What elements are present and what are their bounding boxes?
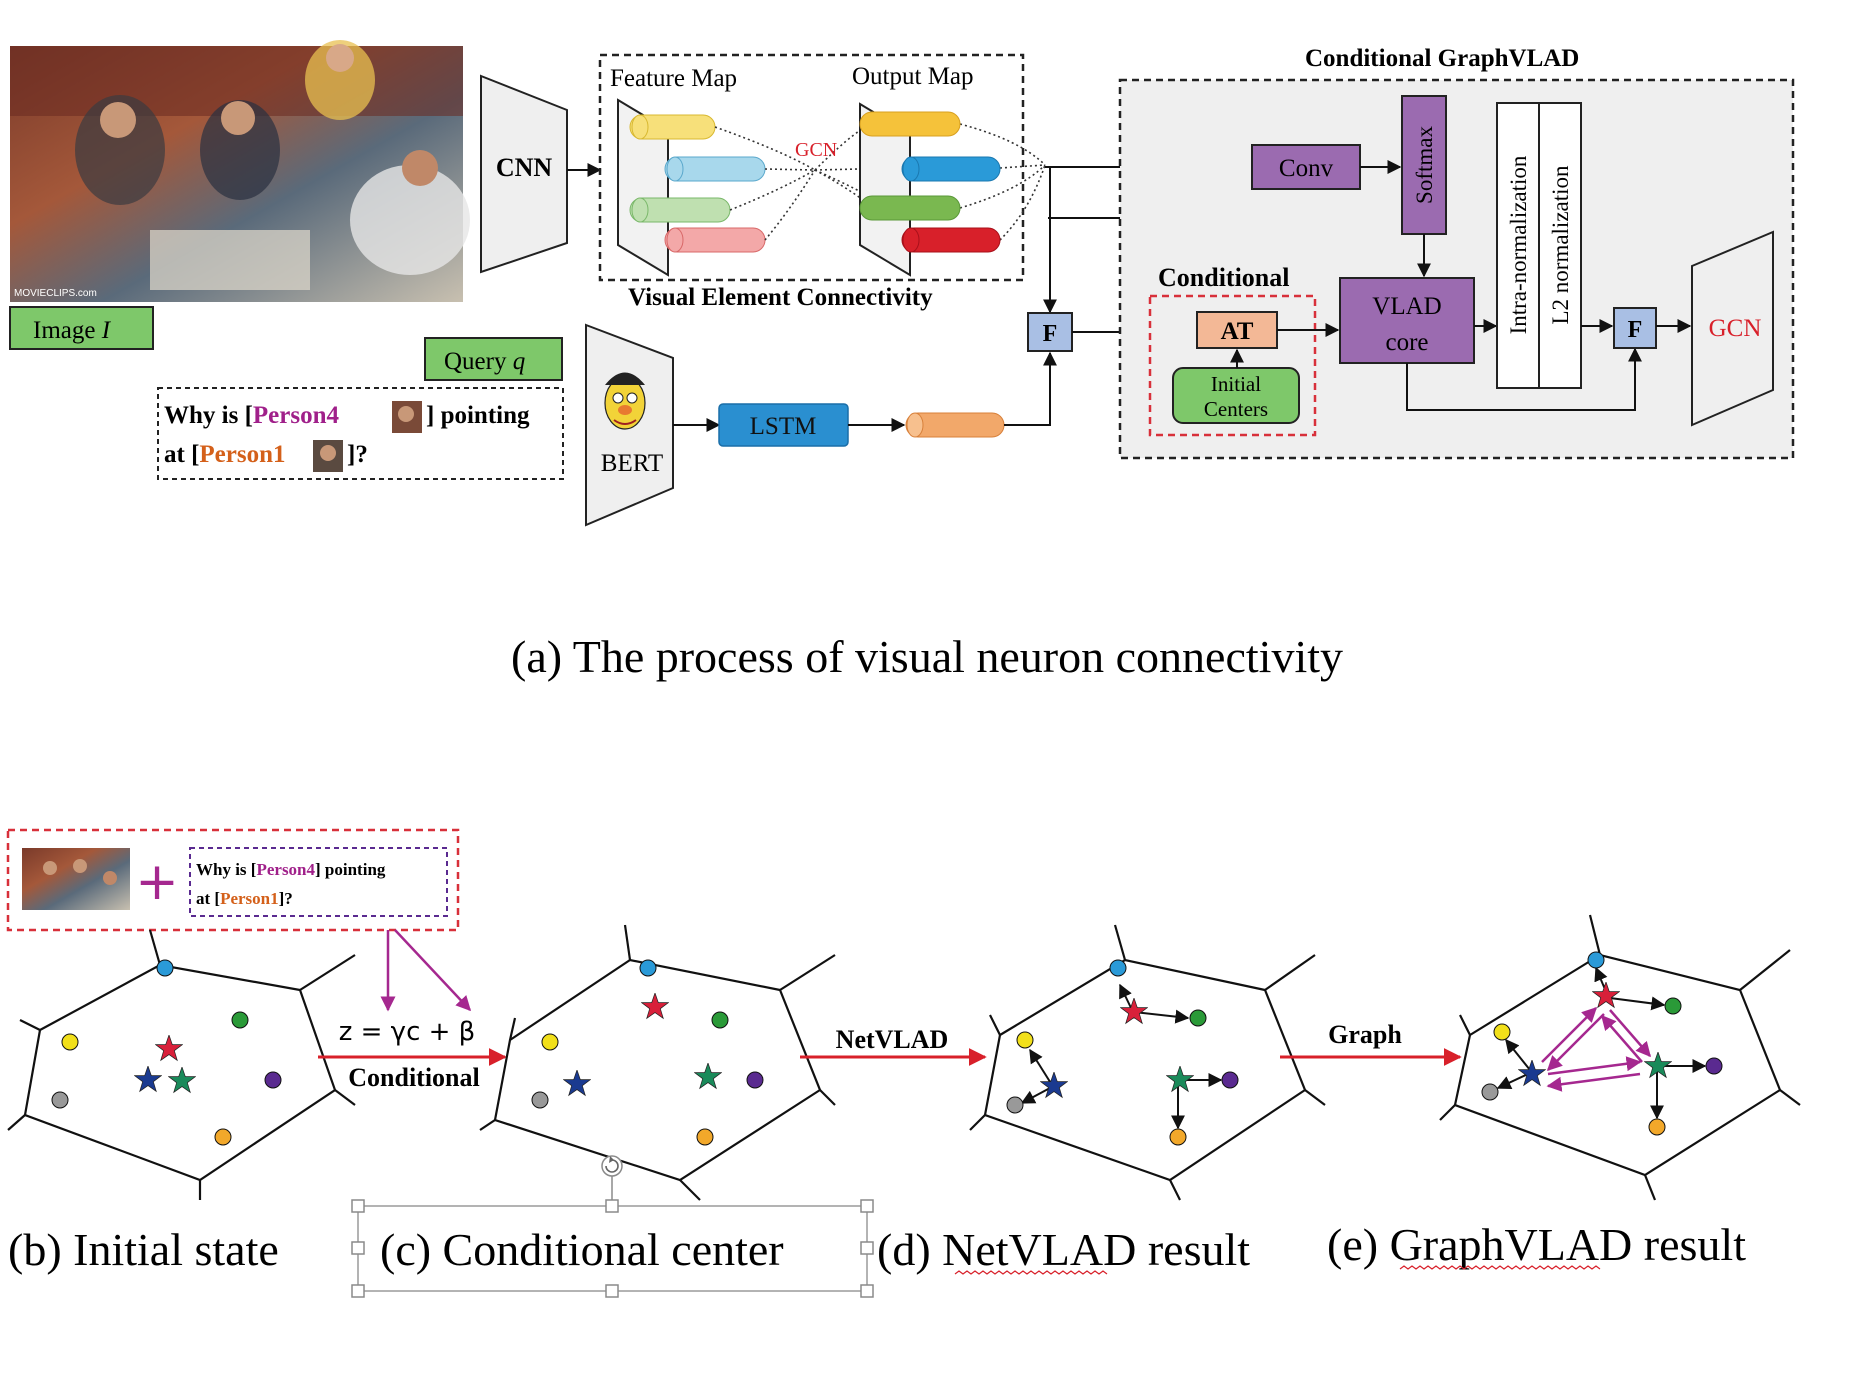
conv-block	[1251, 144, 1361, 190]
image-label-box	[9, 306, 154, 350]
l2-normalization-label: L2 normalization	[1548, 165, 1573, 325]
output-map	[859, 102, 1001, 277]
graph-arrow-label: Graph	[1328, 1020, 1402, 1049]
panel-graphvlad-result	[1439, 914, 1801, 1201]
initial-centers-line-2: Centers	[1204, 397, 1268, 421]
query-line-2: at [Person1	[164, 441, 286, 468]
caption-c-selection-frame[interactable]	[351, 1175, 874, 1298]
conditional-graphvlad-title: Conditional GraphVLAD	[1305, 45, 1579, 72]
vlad-core-block	[1339, 277, 1475, 364]
image-label: Image I	[33, 317, 112, 344]
vlad-core-line-1: VLAD	[1372, 293, 1441, 320]
conditional-arrow-label: Conditional	[348, 1063, 480, 1092]
initial-centers-line-1: Initial	[1211, 372, 1261, 396]
feature-map	[617, 98, 766, 277]
intra-normalization-label: Intra-normalization	[1506, 155, 1531, 334]
lstm-label: LSTM	[750, 413, 817, 440]
arrow-vlad-skip-to-fuse	[1406, 347, 1642, 411]
arrow-embedding-to-fuse	[1004, 351, 1057, 426]
conditional-box	[1148, 294, 1317, 437]
softmax-block	[1401, 95, 1447, 235]
query-small-line-1: Why is [Person4] pointing	[196, 860, 386, 879]
plus-sign: +	[135, 852, 179, 912]
at-label: AT	[1221, 318, 1254, 345]
rotate-handle-icon[interactable]	[601, 1155, 623, 1177]
caption-a: (a) The process of visual neuron connect…	[511, 631, 1343, 682]
query-embedding	[905, 412, 1005, 438]
output-map-title: Output Map	[852, 63, 974, 90]
photo-watermark: MOVIECLIPS.com	[14, 288, 97, 299]
query-small-box	[189, 847, 448, 917]
netvlad-arrow-label: NetVLAD	[836, 1025, 949, 1054]
gcn-small-label: GCN	[795, 139, 837, 161]
bert-character-icon	[604, 372, 646, 430]
conv-label: Conv	[1279, 155, 1334, 182]
conditional-title: Conditional	[1158, 263, 1290, 292]
gcn-output-block	[1691, 230, 1774, 427]
arrow-condition-beta	[394, 929, 472, 1012]
panel-initial-state	[7, 929, 356, 1200]
feature-map-title: Feature Map	[610, 65, 737, 92]
query-small-line-2: at [Person1]?	[196, 889, 293, 908]
input-photo: MOVIECLIPS.com	[10, 40, 470, 302]
fuse-block-2	[1613, 307, 1657, 349]
fuse-block-1	[1027, 312, 1073, 352]
caption-b: (b) Initial state	[8, 1224, 279, 1275]
query-label-box	[424, 337, 563, 381]
at-block	[1196, 311, 1278, 349]
caption-e: (e) GraphVLAD result	[1327, 1219, 1746, 1270]
query-line-1-end: ] pointing	[426, 402, 530, 429]
cnn-block	[480, 74, 568, 274]
fuse-label-2: F	[1628, 317, 1643, 343]
panel-conditional-center	[479, 924, 836, 1201]
query-line-1: Why is [Person4	[164, 402, 340, 429]
caption-c: (c) Conditional center	[380, 1224, 784, 1275]
spellcheck-underline-d	[954, 1270, 1108, 1275]
bert-label: BERT	[601, 450, 663, 477]
caption-d: (d) NetVLAD result	[877, 1224, 1250, 1275]
intra-normalization-block	[1496, 102, 1540, 389]
l2-normalization-block	[1538, 102, 1582, 389]
softmax-label: Softmax	[1412, 126, 1437, 204]
vlad-core-line-2: core	[1385, 329, 1428, 356]
query-line-2-end: ]?	[347, 441, 368, 468]
query-label: Query q	[444, 348, 525, 375]
formula-label: z = γc + β	[339, 1017, 476, 1047]
query-text-box	[157, 387, 564, 480]
fuse-label-1: F	[1043, 321, 1058, 347]
panel-netvlad-result	[969, 924, 1326, 1201]
gcn-output-label: GCN	[1709, 315, 1762, 342]
spellcheck-underline-e	[1399, 1265, 1601, 1270]
visual-connectivity-label: Visual Element Connectivity	[628, 284, 933, 311]
conditional-input-box	[6, 828, 460, 932]
input-thumbnail	[22, 848, 130, 910]
cnn-label: CNN	[496, 153, 553, 182]
